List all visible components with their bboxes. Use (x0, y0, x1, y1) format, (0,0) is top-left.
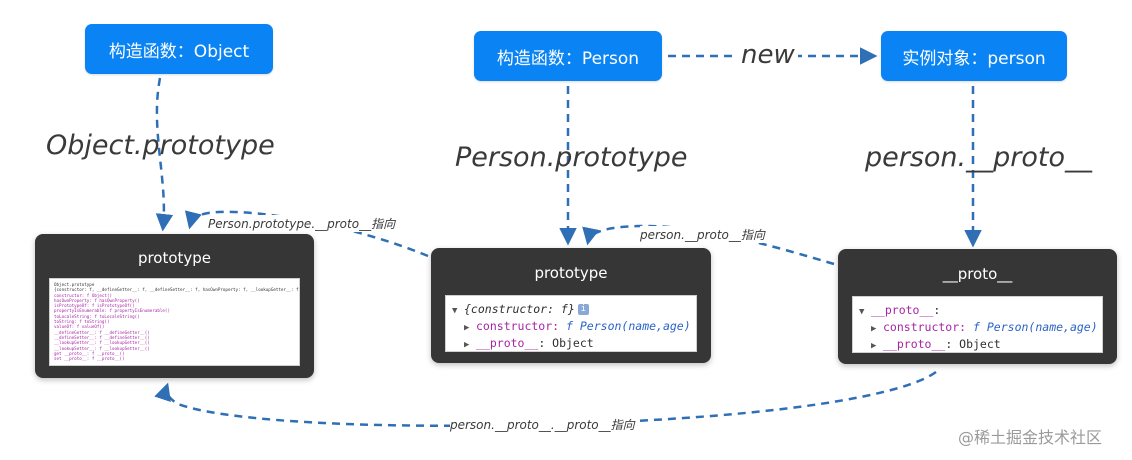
object-prototype-label: Object.prototype (46, 130, 275, 161)
proto-value: : Object (945, 337, 1001, 351)
console-line: __lookupSetter__: f __lookupSetter__() (54, 345, 150, 351)
console-line: set __proto__: f __proto__() (54, 356, 125, 362)
console-line: toString: f toString() (54, 319, 110, 325)
info-icon: i (577, 304, 589, 315)
person-prototype-console: ▼ {constructor: f}i ▶ constructor: f Perso… (445, 295, 697, 352)
person-prototype-proto-label: Person.prototype.__proto__指向 (208, 215, 396, 232)
console-line: __defineGetter__: f __defineGetter__() (54, 329, 150, 335)
console-header: Object.prototype (54, 282, 95, 287)
console-line: {constructor: f, __defineGetter__: f, __… (54, 287, 300, 293)
constructor-value: f Person(name,age) (973, 320, 1098, 334)
proto-value: : Object (538, 336, 594, 350)
console-constructor-row: ▶ constructor: f Person(name,age) (859, 319, 1098, 336)
console-proto-row: ▶ __proto__: Object (859, 336, 1096, 353)
object-prototype-console: Object.prototype {constructor: f, __defi… (49, 278, 300, 366)
console-line: constructor: f Object() (54, 292, 112, 298)
console-summary: {constructor: f} (464, 302, 575, 316)
person-constructor-node: 构造函数：Person (474, 31, 662, 81)
new-label: new (738, 40, 798, 70)
person-instance-node: 实例对象：person (881, 31, 1067, 81)
proto-key: __proto__ (476, 336, 539, 350)
console-line: get __proto__: f __proto__() (54, 350, 125, 356)
constructor-key: constructor: (883, 320, 967, 334)
console-line: __lookupGetter__: f __lookupGetter__() (54, 340, 150, 346)
arrow-prototype-proto-to-object (184, 210, 429, 258)
console-summary-row: ▼ {constructor: f}i (452, 301, 690, 318)
person-prototype-label: Person.prototype (455, 142, 688, 173)
person-proto-proto-label: person.__proto__.__proto__指向 (450, 416, 635, 433)
summary-key: __proto__ (871, 303, 934, 317)
console-line: isPrototypeOf: f isPrototypeOf() (54, 303, 135, 309)
console-line: valueOf: f valueOf() (54, 324, 105, 330)
proto-key: __proto__ (883, 337, 946, 351)
watermark: @稀土掘金技术社区 (958, 428, 1103, 447)
arrow-object-constructor-to-prototype (155, 77, 174, 232)
person-proto-console: ▼ __proto__: ▶ constructor: f Person(name,… (852, 296, 1103, 353)
person-proto-label: person.__proto__ (865, 142, 1092, 173)
person-proto-points-label: person.__proto__指向 (640, 226, 765, 243)
console-line: hasOwnProperty: f hasOwnProperty() (54, 297, 140, 303)
console-proto-row: ▶ __proto__: Object (452, 335, 690, 352)
card-title: prototype (534, 264, 608, 282)
card-title: prototype (137, 249, 212, 267)
expand-right-icon: ▶ (871, 341, 877, 351)
expand-down-icon: ▼ (859, 307, 865, 317)
arrow-proto-proto-to-object (154, 370, 937, 428)
object-prototype-card: prototype Object.prototype {constructor:… (35, 234, 314, 378)
person-prototype-card: prototype ▼ {constructor: f}i ▶ constructo… (431, 248, 711, 363)
expand-right-icon: ▶ (871, 324, 877, 334)
object-constructor-node: 构造函数：Object (85, 24, 273, 74)
constructor-value: f Person(name,age) (566, 319, 691, 333)
expand-right-icon: ▶ (464, 340, 470, 350)
expand-right-icon: ▶ (464, 323, 470, 333)
constructor-key: constructor: (476, 319, 560, 333)
console-line: __defineSetter__: f __defineSetter__() (54, 334, 150, 340)
console-line: propertyIsEnumerable: f propertyIsEnumer… (54, 308, 170, 314)
console-constructor-row: ▶ constructor: f Person(name,age) (452, 318, 691, 335)
arrow-person-proto-to-prototype (582, 224, 835, 266)
card-title: __proto__ (942, 265, 1013, 283)
console-summary-row: ▼ __proto__: (859, 302, 1096, 319)
person-proto-card: __proto__ ▼ __proto__: ▶ constructor: f Pe… (838, 249, 1117, 364)
console-line: toLocaleString: f toLocaleString() (54, 313, 140, 319)
summary-rest: : (933, 303, 941, 317)
expand-down-icon: ▼ (452, 306, 458, 316)
